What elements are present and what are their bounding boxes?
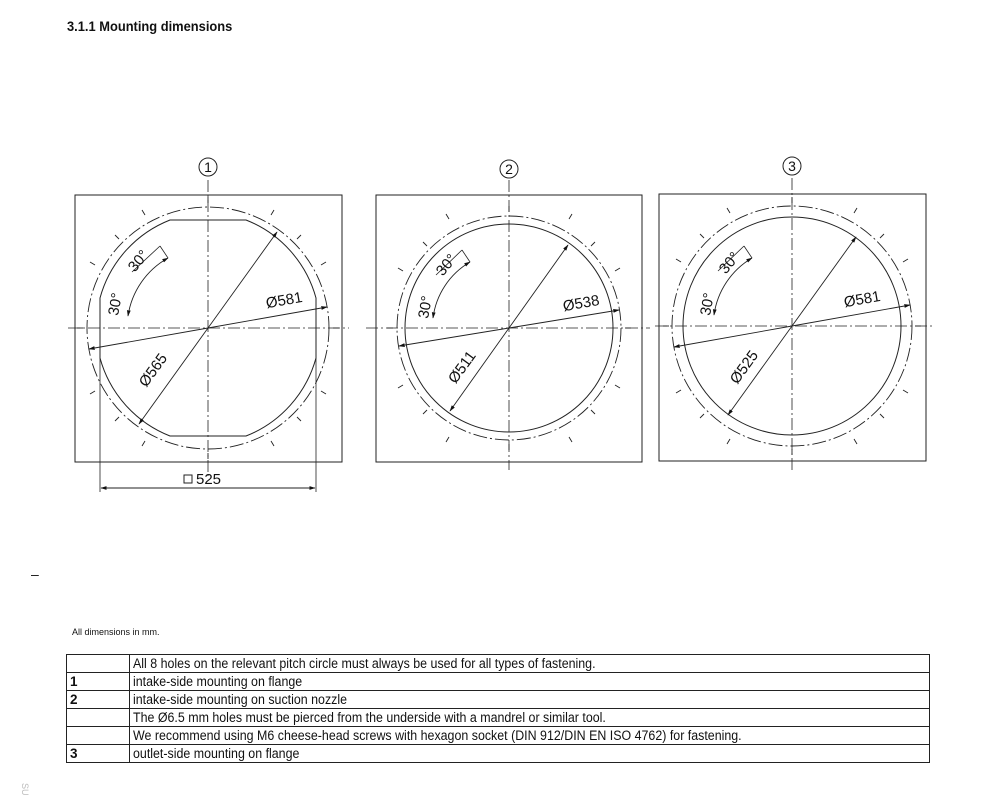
- row-text: intake-side mounting on suction nozzle: [129, 690, 930, 709]
- row-number: 2: [66, 690, 130, 709]
- view-3: 3 Ø581 Ø525 30° 30°: [655, 156, 934, 470]
- view-2-number: 2: [505, 161, 513, 177]
- view-3-opening: [682, 216, 902, 436]
- view-1-flange-outline: [74, 194, 343, 463]
- view-1-square-dim: 525: [196, 471, 221, 488]
- row-text-content: outlet-side mounting on flange: [133, 746, 300, 761]
- row-number: 3: [66, 744, 130, 763]
- row-text-content: All 8 holes on the relevant pitch circle…: [133, 656, 596, 671]
- view-1-angle-1: 30°: [105, 292, 126, 317]
- mounting-drawing: 1 Ø581 Ø565 30° 30° 525: [68, 156, 934, 492]
- view-1-hole-marks: [77, 197, 339, 459]
- table-row: 1 intake-side mounting on flange: [66, 672, 930, 691]
- view-1-number-badge: [198, 157, 218, 177]
- view-1-square-symbol: [183, 474, 193, 484]
- view-2-number-badge: [499, 159, 519, 179]
- row-text-content: We recommend using M6 cheese-head screws…: [133, 728, 742, 743]
- view-1-pitch-circle: [86, 206, 330, 450]
- table-row: 2 intake-side mounting on suction nozzle: [66, 690, 930, 709]
- row-text: intake-side mounting on flange: [129, 672, 930, 691]
- view-3-hole-marks: [663, 197, 921, 455]
- table-row: We recommend using M6 cheese-head screws…: [66, 726, 930, 745]
- view-3-dim-large: Ø581: [843, 288, 882, 311]
- row-text-content: intake-side mounting on flange: [133, 674, 303, 689]
- view-3-flange-outline: [658, 193, 927, 462]
- view-1-dim-large: Ø581: [265, 289, 304, 312]
- view-1-dim-small: Ø565: [136, 351, 171, 391]
- view-3-angle-2: 30°: [716, 249, 744, 277]
- view-3-number: 3: [788, 158, 796, 174]
- view-2: 2 Ø538 Ø511 30° 30°: [366, 159, 650, 470]
- view-3-pitch-circle: [671, 205, 913, 447]
- view-2-dim-large: Ø538: [562, 292, 601, 315]
- table-row: The Ø6.5 mm holes must be pierced from t…: [66, 708, 930, 727]
- row-text: The Ø6.5 mm holes must be pierced from t…: [129, 708, 930, 727]
- view-1-angle-2: 30°: [125, 247, 153, 275]
- row-text-content: The Ø6.5 mm holes must be pierced from t…: [133, 710, 606, 725]
- view-2-angle-1: 30°: [415, 295, 436, 320]
- margin-dash: –: [31, 566, 39, 582]
- section-heading: 3.1.1 Mounting dimensions: [67, 18, 233, 34]
- view-2-opening: [404, 223, 614, 433]
- view-3-angle-1: 30°: [697, 292, 718, 317]
- view-3-dim-small: Ø525: [727, 348, 762, 388]
- row-number: [66, 726, 130, 745]
- view-2-dim-small: Ø511: [445, 348, 480, 387]
- row-number: [66, 654, 130, 673]
- side-mark: SU: [20, 783, 30, 796]
- table-row: All 8 holes on the relevant pitch circle…: [66, 654, 930, 673]
- row-text: All 8 holes on the relevant pitch circle…: [129, 654, 930, 673]
- row-text-content: intake-side mounting on suction nozzle: [133, 692, 348, 707]
- units-note: All dimensions in mm.: [72, 627, 160, 637]
- row-number: 1: [66, 672, 130, 691]
- view-3-number-badge: [782, 156, 802, 176]
- legend-table: All 8 holes on the relevant pitch circle…: [66, 654, 930, 763]
- view-1: 1 Ø581 Ø565 30° 30° 525: [68, 157, 349, 492]
- view-2-hole-marks: [387, 206, 631, 450]
- view-1-number: 1: [204, 159, 212, 175]
- row-number: [66, 708, 130, 727]
- table-row: 3 outlet-side mounting on flange: [66, 744, 930, 763]
- row-text: outlet-side mounting on flange: [129, 744, 930, 763]
- row-text: We recommend using M6 cheese-head screws…: [129, 726, 930, 745]
- view-2-pitch-circle: [396, 215, 622, 441]
- view-1-opening: [99, 219, 317, 437]
